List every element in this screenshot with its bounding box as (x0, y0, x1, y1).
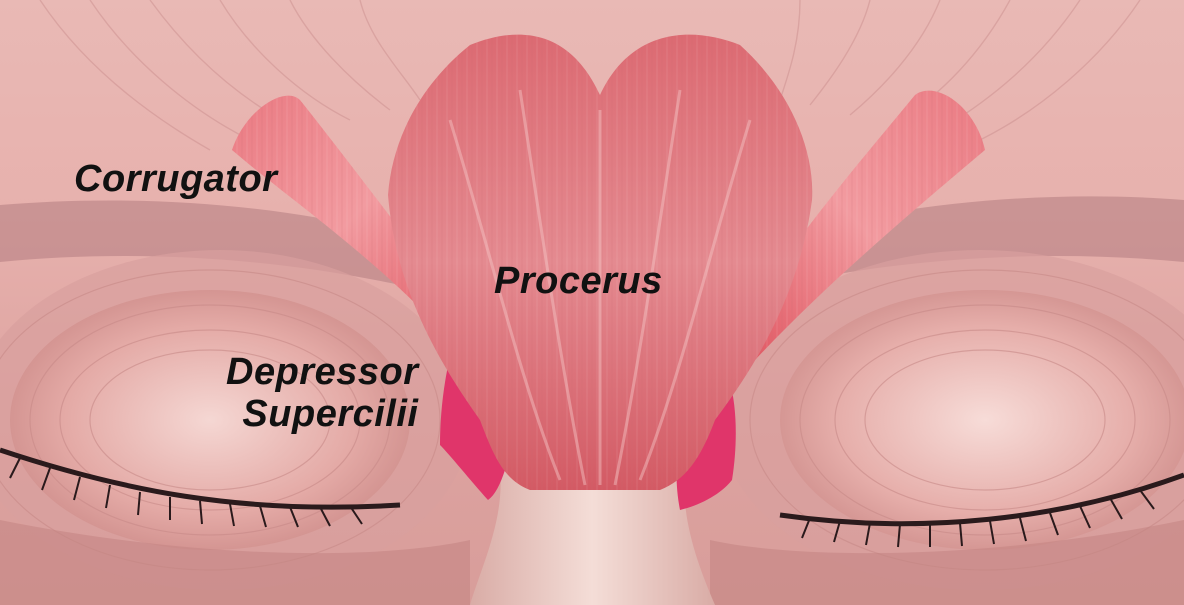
depressor-supercilii-label: Depressor Supercilii (226, 351, 418, 435)
depressor-label-line2: Supercilii (226, 393, 418, 435)
depressor-label-line1: Depressor (226, 351, 418, 393)
corrugator-label: Corrugator (74, 158, 277, 200)
procerus-label: Procerus (494, 260, 663, 302)
